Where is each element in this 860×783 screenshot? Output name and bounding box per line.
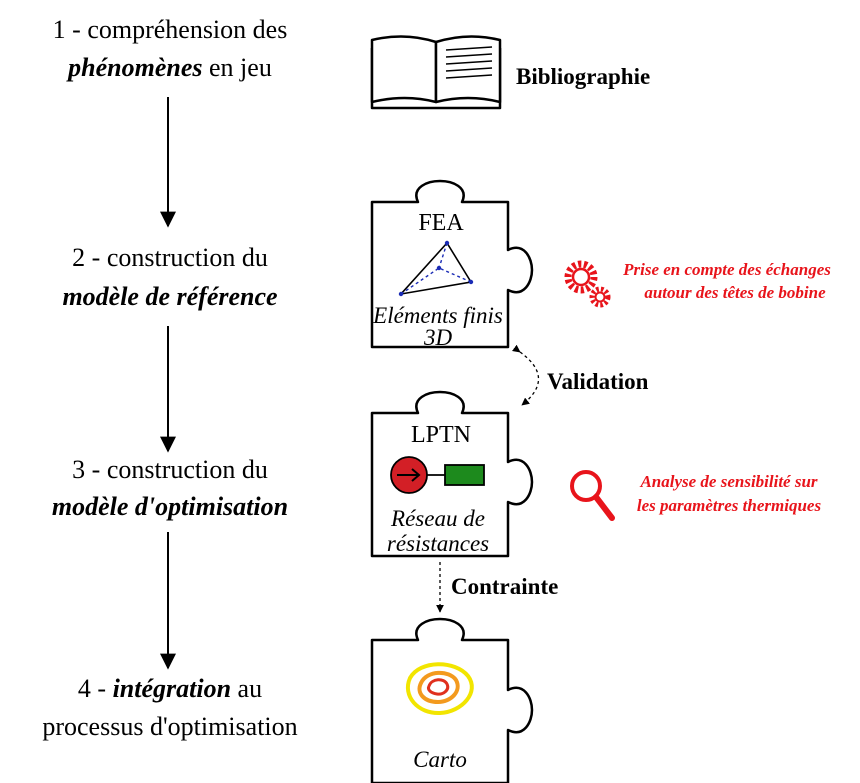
step-1: 1 - compréhension des phénomènes en jeu (53, 15, 288, 82)
thermal-resistance-icon (390, 456, 485, 494)
fea-subtitle-line2: 3D (423, 325, 453, 350)
lptn-subtitle-line2: résistances (387, 531, 489, 556)
step-2-line1: 2 - construction du (72, 243, 268, 272)
step-4-prefix: 4 - (78, 674, 113, 703)
contrainte-label: Contrainte (451, 574, 558, 599)
step-2: 2 - construction du modèle de référence (62, 243, 277, 311)
carto-label: Carto (413, 747, 467, 772)
contour-map-icon (406, 662, 474, 716)
bibliography-label: Bibliographie (516, 64, 650, 89)
tetrahedron-icon (398, 240, 474, 297)
magnifier-note-line1: Analyse de sensibilité sur (639, 472, 817, 491)
step-3-line1: 3 - construction du (72, 455, 268, 484)
lptn-puzzle-piece: LPTN Réseau de résistances (370, 390, 534, 558)
step-4-keyword: intégration (113, 674, 231, 703)
fea-title: FEA (418, 210, 464, 236)
validation-label: Validation (547, 369, 649, 394)
magnifier-icon (570, 470, 615, 521)
gears-note-line1: Prise en compte des échanges (622, 260, 831, 279)
step-3: 3 - construction du modèle d'optimisatio… (52, 455, 288, 521)
step-1-line2-rest: en jeu (203, 53, 272, 82)
step-3-keyword: modèle d'optimisation (52, 492, 288, 521)
step-4-suffix: au (231, 674, 262, 703)
step-1-line1: 1 - compréhension des (53, 15, 288, 44)
fea-puzzle-piece: FEA Eléments finis 3D (370, 179, 534, 350)
validation-arrow (512, 344, 540, 406)
step-4-line1: 4 - intégration au (78, 674, 262, 703)
gears-icon (564, 260, 611, 308)
gears-note-line2: autour des têtes de bobine (644, 283, 826, 302)
step-4-line2: processus d'optimisation (42, 712, 297, 741)
step-2-keyword: modèle de référence (62, 282, 277, 311)
lptn-subtitle-line1: Réseau de (390, 506, 485, 531)
step-1-line2: phénomènes en jeu (66, 53, 272, 82)
carto-puzzle-piece: Carto (370, 617, 534, 783)
book-icon (370, 35, 502, 110)
step-4: 4 - intégration au processus d'optimisat… (42, 674, 297, 741)
magnifier-note-line2: les paramètres thermiques (637, 496, 822, 515)
step-1-keyword: phénomènes (66, 53, 202, 82)
fea-subtitle-line1: Eléments finis (372, 303, 503, 328)
lptn-title: LPTN (411, 422, 471, 448)
